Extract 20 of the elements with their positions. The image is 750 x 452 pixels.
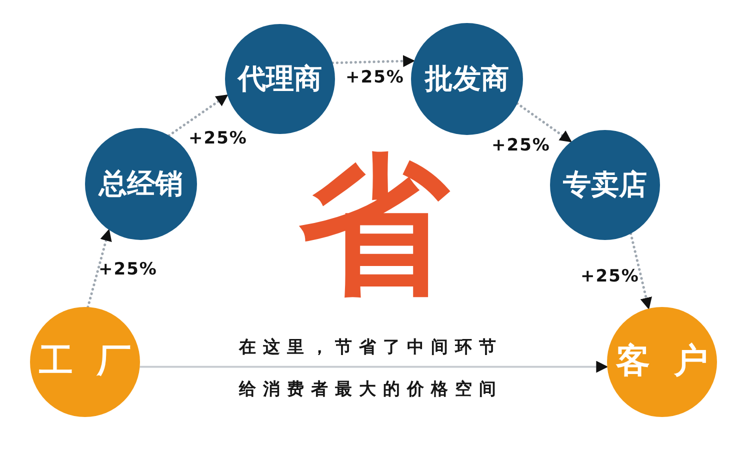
node-label: 专卖店 <box>563 170 647 200</box>
arrow <box>516 102 572 143</box>
arrow <box>86 228 112 308</box>
arrow <box>168 94 229 137</box>
arrow <box>331 55 416 68</box>
slogan-text: 在这里，节省了中间环节 <box>239 338 503 358</box>
node-label: 工 厂 <box>39 343 131 381</box>
edge-label: +25% <box>346 68 404 88</box>
node-label: 客 户 <box>616 343 708 381</box>
headline-character: 省 <box>299 151 449 301</box>
slogan-text: 给消费者最大的价格空间 <box>239 380 503 400</box>
node-label: 总经销 <box>99 168 183 200</box>
edge-label: +25% <box>580 268 640 286</box>
edge-label: +25% <box>98 260 158 280</box>
node-label: 批发商 <box>425 64 509 94</box>
arrow <box>140 360 608 373</box>
arrow <box>630 232 652 310</box>
node-label: 代理商 <box>238 64 322 94</box>
edge-label: +25% <box>492 136 550 156</box>
edge-label: +25% <box>188 130 248 148</box>
